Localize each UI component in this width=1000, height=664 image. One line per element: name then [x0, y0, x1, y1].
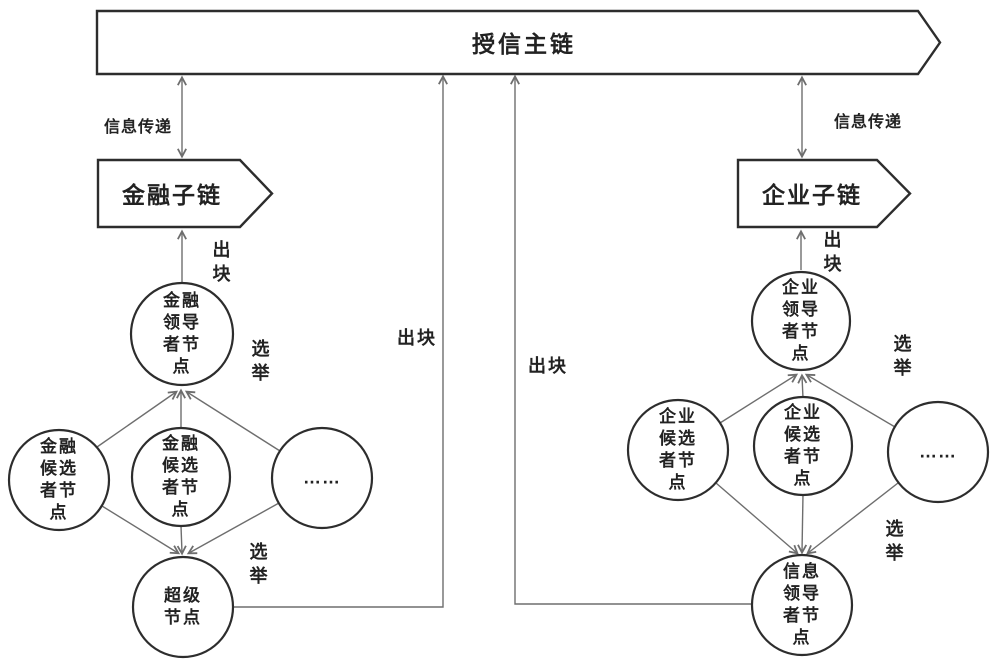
enterprise-candidate1-to-infoleader-line	[715, 482, 799, 555]
enterprise-ellipsis-to-leader-line	[804, 373, 896, 428]
finance-ellipsis-to-super-line	[186, 502, 280, 555]
enterprise-leader-node-shape	[750, 270, 852, 372]
finance-leader-node-label: 金融 领导 者节 点	[163, 291, 201, 376]
enterprise-block-to-main-label: 出块	[528, 356, 568, 376]
enterprise-election-upper-label: 选 举	[893, 334, 913, 378]
enterprise-block-label: 出 块	[823, 230, 843, 274]
enterprise-candidate1-to-leader-line	[719, 373, 799, 424]
main-chain-banner-shape	[95, 9, 942, 76]
enterprise-subchain-label: 企业子链	[762, 182, 862, 208]
enterprise-candidate2-to-leader-line	[797, 373, 808, 399]
enterprise-candidate-node-1-shape	[626, 398, 730, 502]
finance-ellipsis-node-shape	[270, 426, 374, 530]
finance-election-upper-label: 选 举	[251, 339, 271, 383]
enterprise-ellipsis-node-shape	[886, 400, 990, 504]
finance-candidate-node-2-shape	[130, 426, 232, 528]
finance-block-label: 出 块	[212, 240, 232, 284]
finance-subchain-shape	[96, 158, 274, 229]
enterprise-leader-node-label: 企业 领导 者节 点	[782, 278, 820, 363]
info-leader-node-shape	[750, 553, 854, 657]
finance-candidate-node-2-label: 金融 候选 者节 点	[162, 434, 200, 519]
main-chain-label: 授信主链	[472, 31, 576, 57]
finance-leader-node-shape	[129, 281, 235, 387]
finance-candidate-node-1-label: 金融 候选 者节 点	[40, 437, 78, 522]
enterprise-info-transfer-label: 信息传递	[833, 114, 903, 131]
enterprise-ellipsis-node-label: ……	[919, 441, 957, 462]
enterprise-candidate-node-2-label: 企业 候选 者节 点	[784, 403, 822, 488]
finance-ellipsis-node-label: ……	[303, 467, 341, 488]
finance-info-transfer-label: 信息传递	[103, 119, 173, 136]
finance-candidate-node-1-shape	[7, 428, 111, 532]
finance-candidate1-to-super-line	[101, 505, 181, 555]
enterprise-ellipsis-to-infoleader-line	[806, 482, 899, 555]
enterprise-candidate2-to-infoleader-line	[797, 493, 808, 555]
enterprise-candidate-node-1-label: 企业 候选 者节 点	[659, 407, 697, 492]
super-node-shape	[131, 555, 235, 659]
info-leader-to-main-chain-line	[510, 74, 752, 605]
finance-subchain-label: 金融子链	[122, 182, 222, 208]
enterprise-subchain-shape	[736, 158, 912, 229]
enterprise-candidate-node-2-shape	[752, 395, 854, 497]
finance-ellipsis-to-leader-line	[184, 390, 281, 452]
finance-candidate1-to-leader-line	[96, 390, 179, 448]
finance-candidate2-to-super-line	[176, 525, 187, 556]
super-node-label: 超级 节点	[164, 586, 202, 627]
super-node-to-main-chain-line	[233, 74, 448, 608]
enterprise-election-lower-label: 选 举	[885, 519, 905, 563]
finance-block-to-main-label: 出块	[397, 328, 437, 348]
finance-election-lower-label: 选 举	[249, 542, 269, 586]
info-leader-node-label: 信息 领导 者节 点	[783, 562, 821, 647]
